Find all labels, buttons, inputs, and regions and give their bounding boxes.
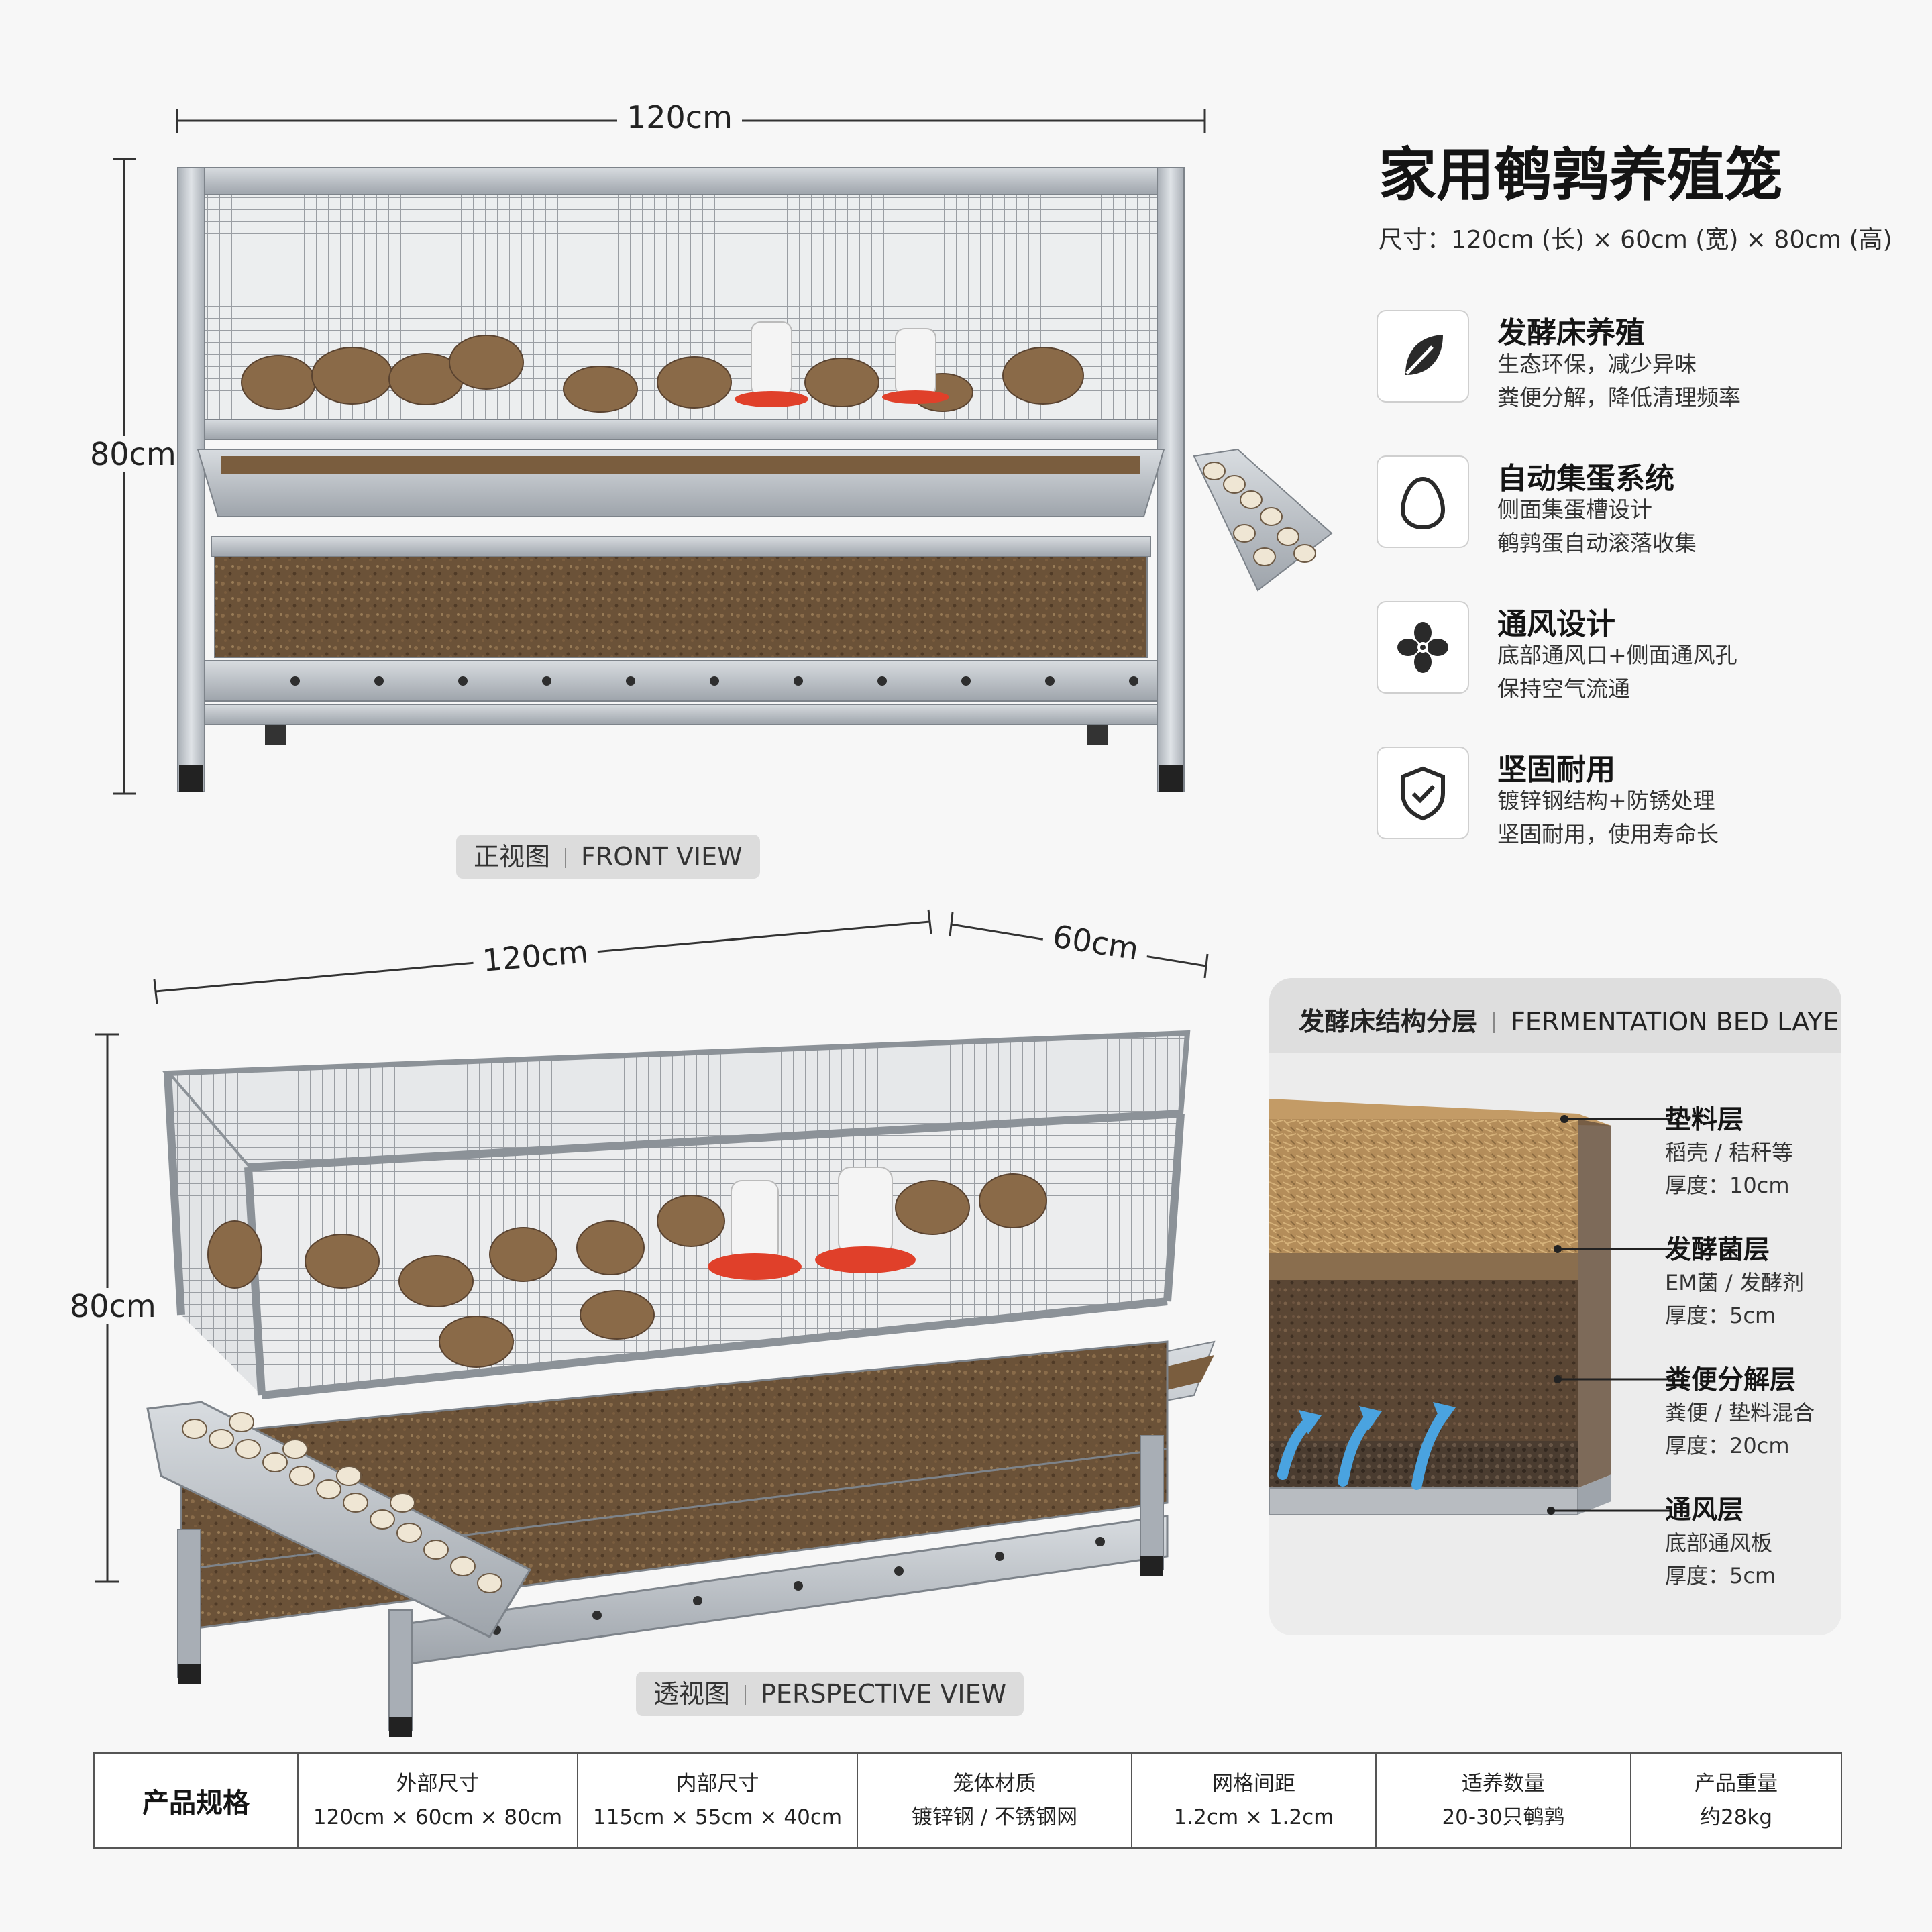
label-divider: [565, 848, 567, 868]
layer-name: 粪便分解层: [1665, 1365, 1796, 1395]
front-height-dimension-line: [113, 158, 136, 795]
layer-item: 通风层 底部通风板 厚度：5cm: [1665, 1489, 1776, 1593]
spec-label: 产品重量: [1695, 1772, 1778, 1796]
spec-header: 产品规格: [142, 1788, 250, 1819]
front-view: 120cm 80cm: [0, 0, 1342, 892]
layers-title-cn: 发酵床结构分层: [1299, 1007, 1478, 1036]
feature-desc: 底部通风口+侧面通风孔: [1497, 642, 1737, 668]
spec-value: 1.2cm × 1.2cm: [1173, 1805, 1334, 1829]
spec-cell: 网格间距 1.2cm × 1.2cm: [1131, 1752, 1377, 1849]
feature-title: 通风设计: [1497, 607, 1615, 641]
feature-desc: 粪便分解，降低清理频率: [1497, 384, 1741, 411]
spec-table: 产品规格 外部尺寸 120cm × 60cm × 80cm 内部尺寸 115cm…: [93, 1752, 1842, 1849]
layer-name: 通风层: [1665, 1495, 1744, 1525]
layer-thickness: 厚度：5cm: [1665, 1563, 1776, 1589]
feature-title: 自动集蛋系统: [1497, 462, 1674, 496]
front-cage-illustration: [177, 167, 1333, 792]
perspective-height-label: 80cm: [60, 1288, 166, 1324]
spec-label: 网格间距: [1212, 1772, 1295, 1796]
spec-row: 产品规格 外部尺寸 120cm × 60cm × 80cm 内部尺寸 115cm…: [93, 1752, 1842, 1849]
spec-value: 约28kg: [1699, 1805, 1773, 1829]
page-title: 家用鹌鹑养殖笼: [1379, 142, 1782, 209]
spec-header-cell: 产品规格: [93, 1752, 299, 1849]
label-divider: [1493, 1012, 1495, 1033]
front-width-label: 120cm: [617, 99, 742, 136]
front-view-label-cn: 正视图: [474, 842, 551, 871]
spec-label: 笼体材质: [953, 1772, 1036, 1796]
layers-panel-header: 发酵床结构分层 FERMENTATION BED LAYERS: [1269, 978, 1841, 1053]
perspective-view-label-cn: 透视图: [653, 1679, 731, 1709]
feature-item: 通风设计 底部通风口+侧面通风孔 保持空气流通: [1375, 600, 1912, 702]
feature-item: 坚固耐用 镀锌钢结构+防锈处理 坚固耐用，使用寿命长: [1375, 745, 1912, 847]
feature-desc: 鹌鹑蛋自动滚落收集: [1497, 530, 1697, 556]
label-divider: [745, 1685, 747, 1705]
spec-value: 镀锌钢 / 不锈钢网: [911, 1805, 1078, 1829]
spec-table-wrapper: 产品规格 外部尺寸 120cm × 60cm × 80cm 内部尺寸 115cm…: [93, 1752, 1842, 1849]
spec-value: 115cm × 55cm × 40cm: [592, 1805, 843, 1829]
feature-desc: 侧面集蛋槽设计: [1497, 496, 1652, 523]
feature-desc: 保持空气流通: [1497, 676, 1630, 702]
layer-name: 垫料层: [1665, 1105, 1744, 1135]
layers-title-en: FERMENTATION BED LAYERS: [1511, 1007, 1841, 1036]
spec-cell: 产品重量 约28kg: [1630, 1752, 1842, 1849]
perspective-view-label: 透视图 PERSPECTIVE VIEW: [636, 1672, 1024, 1716]
spec-cell: 内部尺寸 115cm × 55cm × 40cm: [577, 1752, 858, 1849]
egg-icon: [1377, 455, 1469, 548]
layer-material: 粪便 / 垫料混合: [1665, 1400, 1815, 1426]
spec-value: 20-30只鹌鹑: [1442, 1805, 1565, 1829]
layer-block-illustration: [1269, 1099, 1611, 1515]
layer-thickness: 厚度：10cm: [1665, 1173, 1790, 1198]
layer-material: 底部通风板: [1665, 1530, 1773, 1556]
spec-label: 内部尺寸: [676, 1772, 759, 1796]
shield-check-icon: [1377, 747, 1469, 839]
front-height-label: 80cm: [80, 436, 186, 472]
feature-title: 发酵床养殖: [1497, 316, 1645, 350]
layer-material: 稻壳 / 秸秆等: [1665, 1140, 1794, 1165]
perspective-cage-illustration: [146, 1030, 1216, 1737]
spec-value: 120cm × 60cm × 80cm: [313, 1805, 563, 1829]
perspective-view-label-en: PERSPECTIVE VIEW: [761, 1679, 1007, 1709]
layer-thickness: 厚度：5cm: [1665, 1303, 1776, 1328]
size-spec: 尺寸：120cm (长) × 60cm (宽) × 80cm (高): [1379, 226, 1892, 254]
layer-item: 粪便分解层 粪便 / 垫料混合 厚度：20cm: [1665, 1359, 1815, 1462]
feature-item: 发酵床养殖 生态环保，减少异味 粪便分解，降低清理频率: [1375, 309, 1912, 411]
spec-cell: 笼体材质 镀锌钢 / 不锈钢网: [857, 1752, 1132, 1849]
layer-item: 发酵菌层 EM菌 / 发酵剂 厚度：5cm: [1665, 1229, 1804, 1332]
feature-item: 自动集蛋系统 侧面集蛋槽设计 鹌鹑蛋自动滚落收集: [1375, 454, 1912, 556]
layer-name: 发酵菌层: [1665, 1235, 1770, 1265]
layers-panel-title: 发酵床结构分层 FERMENTATION BED LAYERS: [1299, 1001, 1841, 1038]
fan-icon: [1377, 601, 1469, 694]
layer-leader-lines: [1547, 1115, 1672, 1515]
feature-list: 发酵床养殖 生态环保，减少异味 粪便分解，降低清理频率 自动集蛋系统 侧面集蛋槽…: [1375, 309, 1912, 847]
spec-cell: 适养数量 20-30只鹌鹑: [1375, 1752, 1631, 1849]
feature-desc: 坚固耐用，使用寿命长: [1497, 821, 1719, 847]
layer-material: EM菌 / 发酵剂: [1665, 1270, 1804, 1295]
leaf-icon: [1377, 310, 1469, 402]
layer-thickness: 厚度：20cm: [1665, 1433, 1790, 1458]
feature-desc: 生态环保，减少异味: [1497, 351, 1697, 377]
fermentation-layers-panel: 发酵床结构分层 FERMENTATION BED LAYERS: [1269, 978, 1841, 1635]
spec-cell: 外部尺寸 120cm × 60cm × 80cm: [297, 1752, 578, 1849]
front-view-label-en: FRONT VIEW: [581, 842, 743, 871]
spec-label: 外部尺寸: [396, 1772, 480, 1796]
spec-label: 适养数量: [1462, 1772, 1545, 1796]
perspective-view: 120cm 60cm 80cm: [0, 892, 1248, 1737]
feature-title: 坚固耐用: [1497, 753, 1615, 787]
layer-item: 垫料层 稻壳 / 秸秆等 厚度：10cm: [1665, 1099, 1793, 1202]
front-view-label: 正视图 FRONT VIEW: [456, 835, 760, 879]
feature-desc: 镀锌钢结构+防锈处理: [1497, 788, 1715, 814]
